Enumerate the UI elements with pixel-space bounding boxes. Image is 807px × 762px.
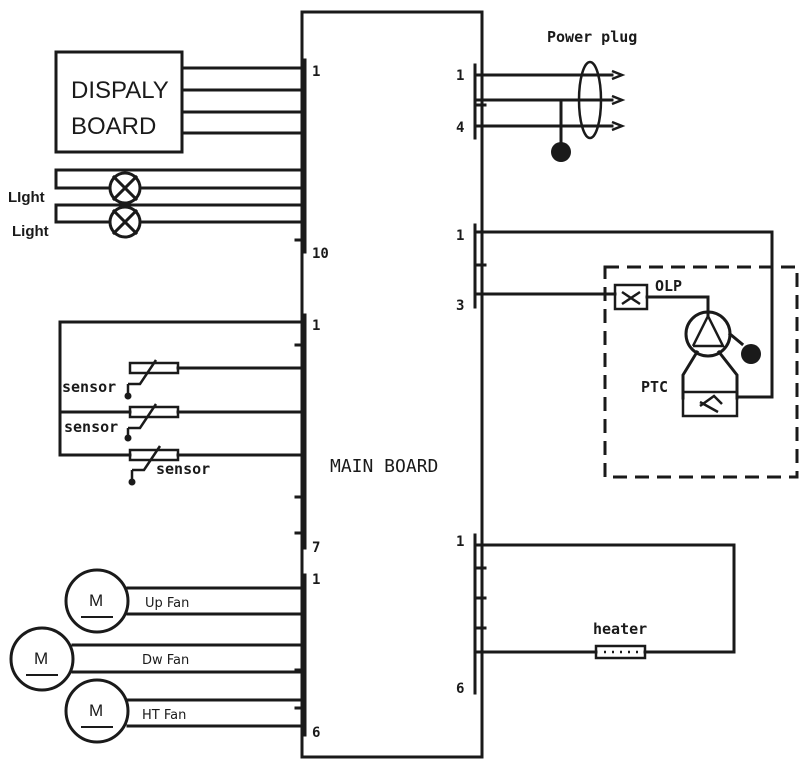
connector-fans: 1 6: [294, 572, 320, 741]
up-fan-motor-label: M: [89, 591, 103, 610]
connector-fans-pin-first: 1: [312, 572, 320, 588]
sensors: sensor sensor sensor: [58, 320, 304, 486]
display-board-label-line2: BOARD: [71, 113, 156, 140]
connector-heater-pin-first: 1: [456, 534, 464, 550]
compressor-motor-icon: [684, 310, 732, 358]
connector-display-pin-first: 1: [312, 64, 320, 80]
ground-icon: [741, 344, 761, 364]
down-fan-label: Dw Fan: [142, 653, 189, 668]
display-board-label-line1: DISPALY: [71, 77, 169, 104]
ht-fan: M HT Fan: [64, 678, 304, 744]
connector-sensors-pin-last: 7: [312, 540, 320, 556]
lights: LIght Light: [8, 168, 304, 240]
olp-label: OLP: [655, 277, 682, 295]
up-fan-label: Up Fan: [145, 596, 189, 611]
ptc-label: PTC: [641, 378, 668, 396]
connector-heater: 1 6: [456, 533, 487, 697]
connector-compressor: 1 3: [456, 223, 487, 314]
light-bulb-icon: [108, 171, 142, 205]
ht-fan-motor-label: M: [89, 701, 103, 720]
power-plug-label: Power plug: [547, 28, 637, 46]
light-bulb-icon: [108, 205, 142, 239]
fans: M Up Fan M Dw Fan M HT Fan: [9, 568, 304, 744]
ptc-icon: [681, 390, 739, 418]
main-board-label: MAIN BOARD: [330, 456, 438, 477]
connector-heater-pin-last: 6: [456, 681, 464, 697]
connector-compressor-pin-last: 3: [456, 298, 464, 314]
up-fan: M Up Fan: [64, 568, 304, 634]
connector-display: 1 10: [294, 58, 329, 262]
heater: heater: [476, 543, 736, 660]
main-board: MAIN BOARD: [300, 10, 484, 759]
connector-power-pin-last: 4: [456, 120, 464, 136]
ground-icon: [551, 142, 571, 162]
sensor-label-3: sensor: [156, 460, 210, 478]
light-label-1: LIght: [8, 189, 45, 206]
motor-icon: [9, 626, 75, 692]
display-board: DISPALY BOARD: [54, 50, 304, 154]
connector-power: 1 4: [456, 63, 487, 140]
connector-sensors-pin-first: 1: [312, 318, 320, 334]
heater-label: heater: [593, 620, 647, 638]
sensor-label-1: sensor: [62, 378, 116, 396]
heater-element-icon: [594, 644, 647, 660]
sensor-label-2: sensor: [64, 418, 118, 436]
connector-power-pin-first: 1: [456, 68, 464, 84]
power-plug: Power plug: [476, 28, 637, 162]
connector-compressor-pin-first: 1: [456, 228, 464, 244]
motor-icon: [64, 678, 130, 744]
motor-icon: [64, 568, 130, 634]
connector-display-pin-last: 10: [312, 246, 329, 262]
sensor-thermistor-icon: [124, 359, 304, 400]
down-fan: M Dw Fan: [9, 626, 304, 692]
ht-fan-label: HT Fan: [142, 708, 186, 723]
down-fan-motor-label: M: [34, 649, 48, 668]
light-label-2: Light: [12, 223, 49, 240]
olp-icon: [613, 283, 649, 311]
connector-fans-pin-last: 6: [312, 725, 320, 741]
sensor-thermistor-icon: [124, 403, 304, 442]
sensor-thermistor-icon: [128, 445, 304, 486]
compressor-dashed-enclosure: [603, 265, 799, 479]
compressor-circuit: OLP PTC: [476, 230, 799, 479]
connector-sensors: 1 7: [294, 313, 320, 556]
